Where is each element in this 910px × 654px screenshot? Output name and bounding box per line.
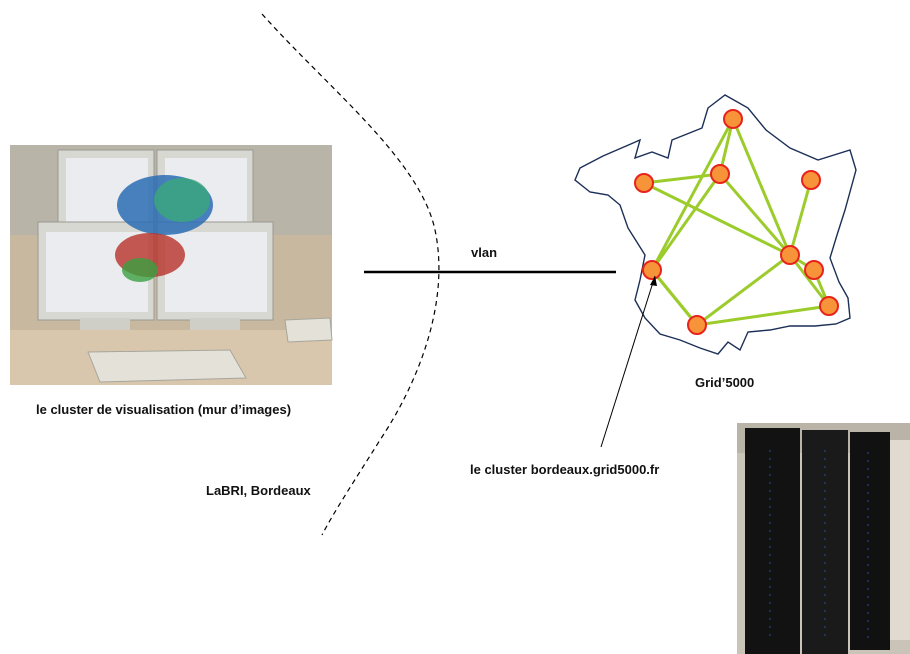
grid-edge-n1-n6	[643, 181, 791, 257]
grid-edge-n6-n9	[696, 253, 791, 327]
grid-edge-n4-n6	[788, 179, 813, 256]
grid-node-n1	[634, 173, 654, 193]
grid-edge-n6-n8	[788, 254, 831, 307]
france-map-outline	[574, 94, 857, 355]
grid5000-label: Grid’5000	[695, 375, 755, 390]
grid-nodes	[634, 109, 839, 335]
grid-node-n2	[723, 109, 743, 129]
arrow-head-icon	[650, 276, 657, 286]
visualisation-wall-photo	[10, 145, 333, 385]
grid-node-n6	[780, 245, 800, 265]
grid-edge-n1-n3	[643, 172, 721, 185]
grid-edge-n3-n6	[718, 173, 792, 256]
grid-node-n5	[642, 260, 662, 280]
grid-edge-n3-n5	[650, 173, 722, 271]
grid-node-n9	[687, 315, 707, 335]
visualisation-cluster-label: le cluster de visualisation (mur d’image…	[36, 402, 292, 417]
cluster-rack-photo	[737, 423, 910, 654]
grid-edge-n2-n5	[650, 118, 735, 271]
grid-edge-n8-n9	[696, 304, 830, 327]
grid-node-n7	[804, 260, 824, 280]
grid-node-n3	[710, 164, 730, 184]
bordeaux-cluster-label: le cluster bordeaux.grid5000.fr	[470, 462, 660, 477]
grid-node-n4	[801, 170, 821, 190]
vlan-label: vlan	[471, 245, 498, 260]
grid-node-n8	[819, 296, 839, 316]
grid-edge-n9-n5	[650, 269, 699, 326]
labri-bordeaux-label: LaBRI, Bordeaux	[206, 483, 311, 498]
grid-edge-n2-n6	[731, 118, 792, 256]
cluster-pointer-arrow	[600, 275, 656, 448]
